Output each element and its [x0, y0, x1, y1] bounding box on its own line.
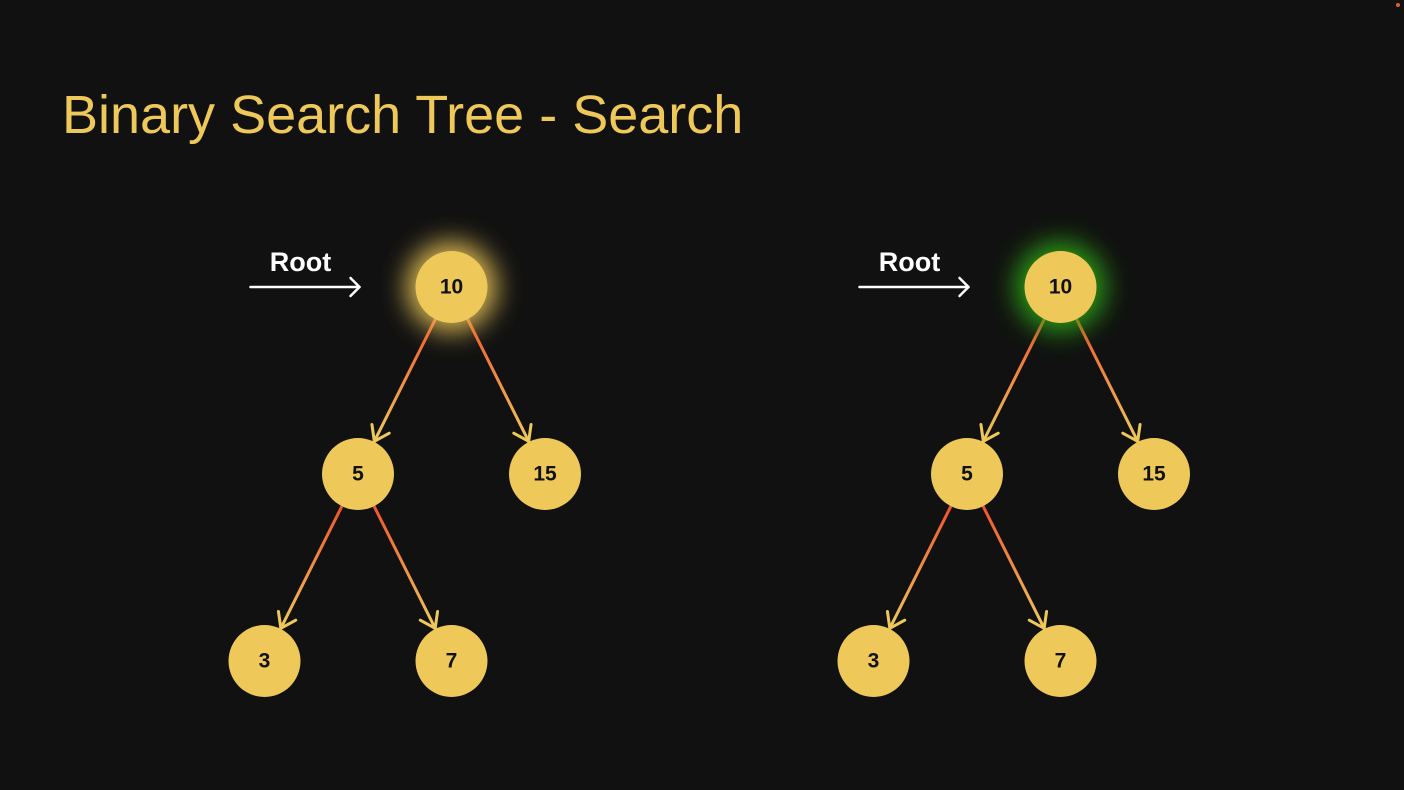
node-value: 7 — [1055, 650, 1067, 673]
edge-arrowhead — [885, 610, 907, 630]
node-value: 5 — [961, 463, 973, 486]
corner-dot — [1396, 3, 1400, 7]
slide-title: Binary Search Tree - Search — [62, 85, 744, 145]
tree-edge — [465, 315, 533, 443]
edge-arrowhead — [1121, 423, 1142, 443]
tree-edge — [979, 315, 1047, 443]
edge-arrowhead — [1027, 610, 1049, 630]
node-circle — [415, 625, 488, 697]
node-circle — [322, 438, 394, 510]
root-pointer-arrow — [858, 276, 970, 298]
node-circle — [509, 438, 581, 510]
node-value: 15 — [533, 463, 557, 486]
tree-node-root: 10 — [1024, 251, 1097, 323]
tree-edge — [276, 502, 345, 630]
tree-edge — [885, 502, 954, 630]
tree-node-right: 15 — [509, 438, 581, 510]
node-circle — [1024, 625, 1097, 697]
node-value: 15 — [1142, 463, 1166, 486]
node-value: 10 — [1049, 276, 1072, 299]
tree-node-left: 5 — [322, 438, 394, 510]
node-circle — [228, 625, 301, 697]
tree-panel-1: 10 5 15 3 7 Root — [228, 242, 581, 697]
tree-node-left-left: 3 — [228, 625, 301, 697]
root-pointer-label: Root — [879, 247, 940, 277]
tree-edge — [371, 502, 440, 630]
node-circle — [415, 251, 488, 323]
node-circle — [837, 625, 910, 697]
tree-node-left-left: 3 — [837, 625, 910, 697]
edge-arrowhead — [979, 423, 1000, 443]
edge-arrowhead — [276, 610, 298, 630]
node-circle — [1024, 251, 1097, 323]
tree-node-left: 5 — [931, 438, 1003, 510]
tree-edge — [370, 315, 438, 443]
node-value: 10 — [440, 276, 463, 299]
tree-node-right: 15 — [1118, 438, 1190, 510]
node-value: 3 — [259, 650, 271, 673]
root-pointer-arrow — [249, 276, 361, 298]
node-value: 3 — [868, 650, 880, 673]
tree-panel-2: 10 5 15 3 7 Root — [837, 242, 1190, 697]
node-value: 7 — [446, 650, 458, 673]
tree-node-left-right: 7 — [1024, 625, 1097, 697]
node-circle — [1118, 438, 1190, 510]
tree-edge — [980, 502, 1049, 630]
root-pointer-label: Root — [270, 247, 331, 277]
node-value: 5 — [352, 463, 364, 486]
tree-edge — [1074, 315, 1142, 443]
edge-arrowhead — [418, 610, 440, 630]
node-circle — [931, 438, 1003, 510]
edge-arrowhead — [370, 423, 391, 443]
tree-node-left-right: 7 — [415, 625, 488, 697]
tree-node-root: 10 — [415, 251, 488, 323]
edge-arrowhead — [512, 423, 533, 443]
